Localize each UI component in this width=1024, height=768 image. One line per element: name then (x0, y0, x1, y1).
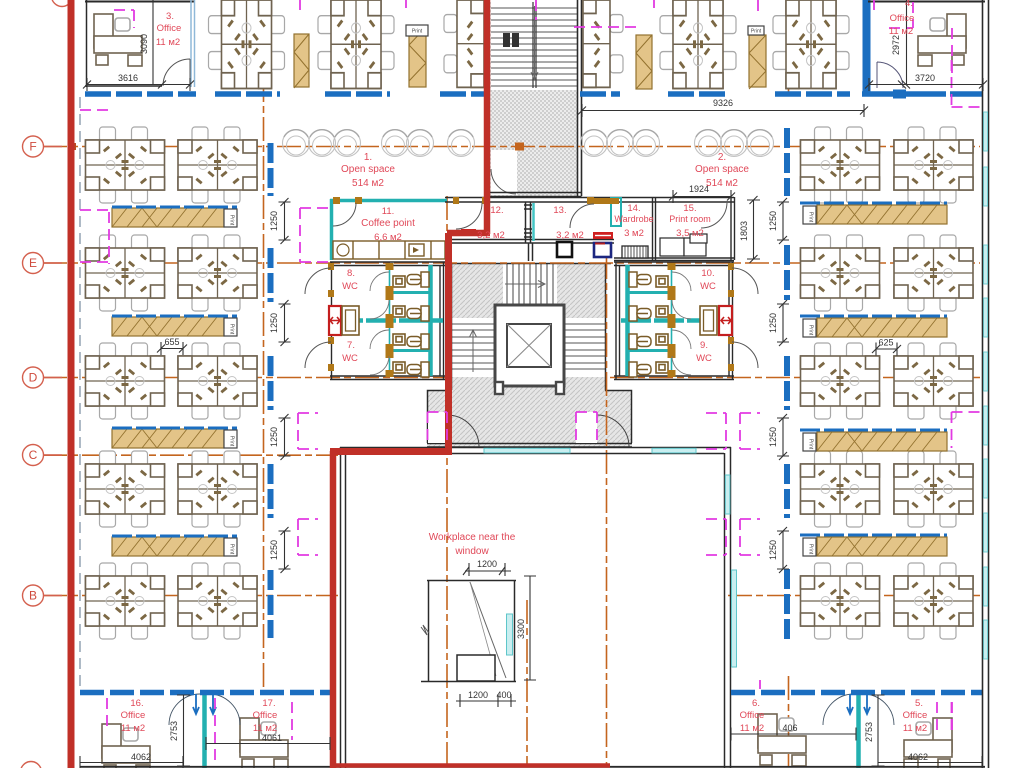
svg-text:1250: 1250 (269, 313, 279, 333)
svg-text:3.: 3. (166, 11, 174, 22)
svg-text:4062: 4062 (131, 752, 151, 762)
svg-text:Print room: Print room (669, 214, 711, 224)
svg-text:16.: 16. (130, 698, 143, 709)
svg-text:Print: Print (229, 215, 235, 226)
svg-text:3,2 м2: 3,2 м2 (477, 230, 505, 241)
svg-text:9.: 9. (700, 340, 708, 351)
svg-text:10.: 10. (701, 268, 714, 279)
svg-text:655: 655 (164, 337, 179, 347)
svg-text:3616: 3616 (118, 73, 138, 83)
svg-text:17.: 17. (262, 698, 275, 709)
svg-text:11 м2: 11 м2 (889, 26, 913, 37)
svg-text:400: 400 (496, 690, 511, 700)
svg-text:2753: 2753 (169, 721, 179, 741)
svg-text:Office: Office (157, 23, 182, 34)
svg-text:Print: Print (229, 324, 235, 335)
svg-text:11 м2: 11 м2 (903, 723, 927, 734)
svg-text:2753: 2753 (864, 722, 874, 742)
svg-text:14.: 14. (627, 203, 640, 214)
svg-text:1200: 1200 (468, 690, 488, 700)
svg-text:8.: 8. (347, 268, 355, 279)
svg-text:15.: 15. (683, 203, 696, 214)
svg-text:1250: 1250 (768, 211, 778, 231)
svg-text:11.: 11. (382, 206, 395, 217)
svg-text:Print: Print (751, 29, 762, 35)
svg-text:Office: Office (253, 710, 278, 721)
svg-text:2972: 2972 (891, 35, 901, 55)
svg-text:window: window (454, 546, 489, 557)
svg-text:Wardrobe: Wardrobe (614, 214, 653, 224)
svg-text:11 м2: 11 м2 (121, 723, 145, 734)
svg-text:Office: Office (903, 710, 928, 721)
svg-text:11 м2: 11 м2 (740, 723, 764, 734)
svg-text:D: D (29, 371, 38, 385)
svg-text:WC: WC (696, 353, 712, 364)
svg-text:Print: Print (229, 436, 235, 447)
svg-text:1250: 1250 (269, 427, 279, 447)
svg-text:Print: Print (808, 439, 814, 450)
svg-text:5.: 5. (915, 698, 923, 709)
svg-text:Print: Print (412, 29, 423, 35)
svg-text:1803: 1803 (739, 221, 749, 241)
svg-text:Coffee point: Coffee point (361, 218, 415, 229)
svg-text:B: B (29, 589, 37, 603)
svg-text:3090: 3090 (139, 34, 149, 54)
svg-text:1924: 1924 (689, 184, 709, 194)
svg-text:514 м2: 514 м2 (352, 178, 384, 189)
svg-text:11 м2: 11 м2 (253, 723, 277, 734)
svg-text:Open space: Open space (695, 164, 749, 175)
svg-text:Office: Office (740, 710, 765, 721)
svg-text:1250: 1250 (269, 211, 279, 231)
svg-text:C: C (29, 448, 38, 462)
svg-text:1250: 1250 (768, 313, 778, 333)
svg-text:4.: 4. (905, 0, 913, 9)
svg-text:406: 406 (782, 723, 797, 733)
svg-text:3720: 3720 (915, 73, 935, 83)
svg-text:WC: WC (700, 281, 716, 292)
svg-text:9326: 9326 (713, 98, 733, 108)
svg-text:Print: Print (808, 544, 814, 555)
svg-text:625: 625 (878, 338, 893, 348)
svg-text:13.: 13. (553, 205, 566, 216)
svg-text:2.: 2. (718, 152, 726, 163)
svg-text:Office: Office (890, 13, 915, 24)
svg-text:3 м2: 3 м2 (624, 228, 644, 239)
svg-text:F: F (29, 140, 36, 154)
svg-text:1.: 1. (364, 152, 372, 163)
svg-text:3,5 м2: 3,5 м2 (676, 228, 704, 239)
svg-text:3300: 3300 (516, 619, 526, 639)
svg-text:4061: 4061 (262, 733, 282, 743)
svg-text:WC: WC (342, 353, 358, 364)
svg-text:Print: Print (808, 325, 814, 336)
svg-text:E: E (29, 256, 37, 270)
svg-text:6.: 6. (752, 698, 760, 709)
svg-text:WC: WC (342, 281, 358, 292)
svg-text:1200: 1200 (477, 559, 497, 569)
svg-text:1250: 1250 (768, 540, 778, 560)
svg-text:3,2 м2: 3,2 м2 (556, 230, 584, 241)
svg-text:1250: 1250 (269, 540, 279, 560)
svg-text:4062: 4062 (908, 752, 928, 762)
svg-text:Workplace near the: Workplace near the (429, 532, 516, 543)
svg-text:Print: Print (808, 212, 814, 223)
svg-text:1250: 1250 (768, 427, 778, 447)
svg-text:6,6 м2: 6,6 м2 (374, 232, 402, 243)
svg-text:7.: 7. (347, 340, 355, 351)
svg-text:514 м2: 514 м2 (706, 178, 738, 189)
svg-text:Print: Print (229, 544, 235, 555)
svg-text:Open space: Open space (341, 164, 395, 175)
svg-text:12.: 12. (490, 205, 503, 216)
svg-text:11 м2: 11 м2 (156, 37, 180, 48)
svg-text:Office: Office (121, 710, 146, 721)
